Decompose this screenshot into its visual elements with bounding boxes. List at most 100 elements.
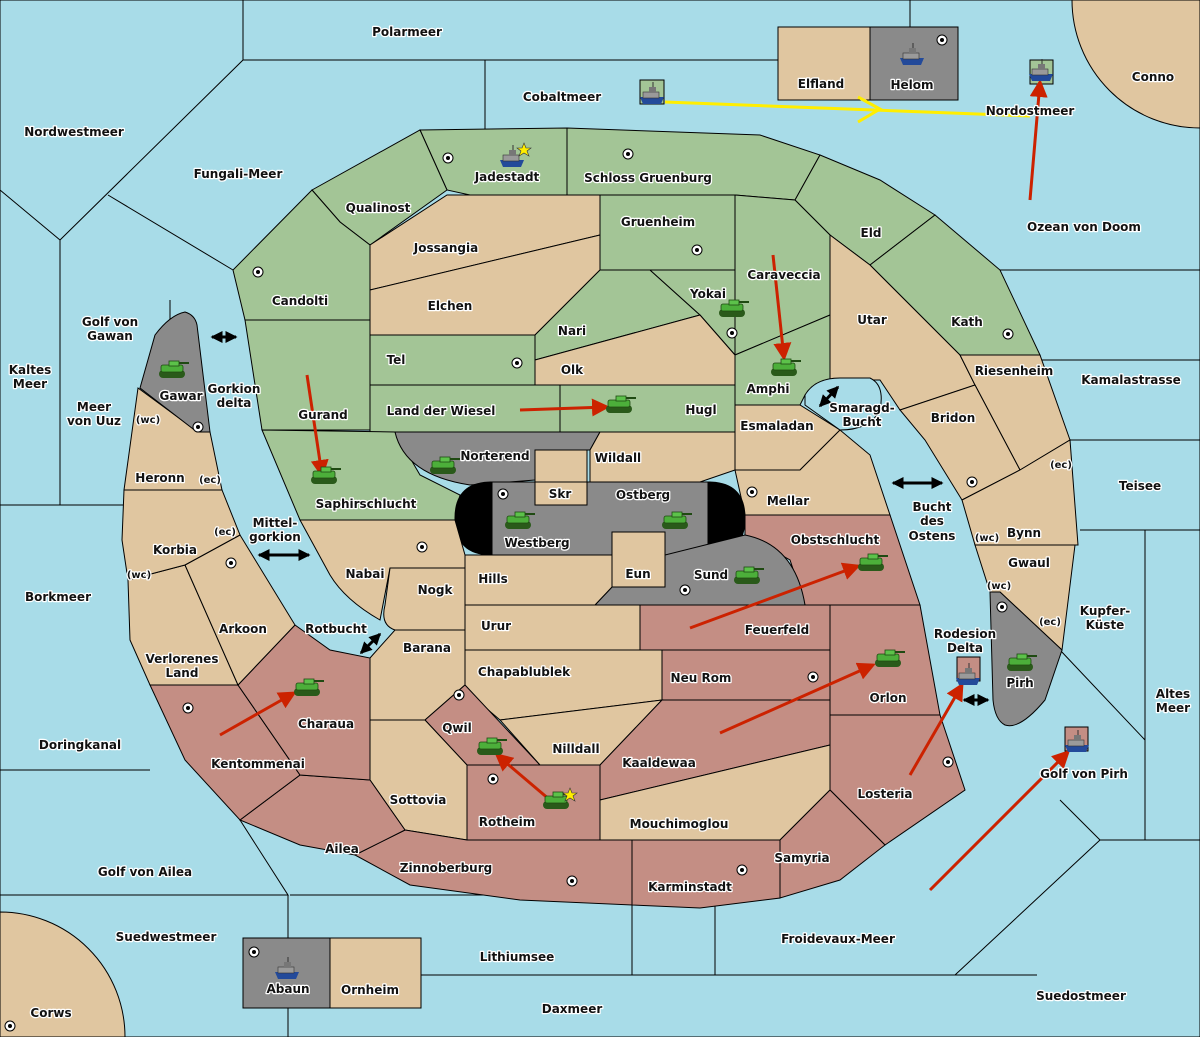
label-ostberg: Ostberg xyxy=(616,488,670,502)
label-korbia: Korbia xyxy=(153,543,197,557)
label-cobaltmeer: Cobaltmeer xyxy=(523,90,601,104)
label-gurand: Gurand xyxy=(298,408,348,422)
coast-label-korbia-wc: (wc) xyxy=(127,570,151,581)
label-qwil: Qwil xyxy=(442,721,472,735)
label-urur: Urur xyxy=(481,619,511,633)
supply-center-icon xyxy=(248,946,260,958)
label-conno: Conno xyxy=(1132,70,1174,84)
move-arrow xyxy=(519,398,610,417)
supply-center-icon xyxy=(726,327,738,339)
label-saphir: Saphirschlucht xyxy=(316,497,417,511)
label-kaaldewaa: Kaaldewaa xyxy=(622,756,696,770)
supply-center-icon xyxy=(746,486,758,498)
supply-center-icon xyxy=(736,864,748,876)
label-orlon: Orlon xyxy=(869,691,906,705)
supply-center-icon xyxy=(442,152,454,164)
label-helom: Helom xyxy=(890,78,933,92)
label-jossangia: Jossangia xyxy=(413,241,478,255)
label-nabai: Nabai xyxy=(346,567,385,581)
label-kupfer2: Küste xyxy=(1086,618,1125,632)
supply-center-icon xyxy=(511,357,523,369)
adjacency-arrow xyxy=(818,385,840,408)
territory-gruenheim xyxy=(599,194,736,271)
label-olk: Olk xyxy=(561,363,584,377)
label-froidevaux: Froidevaux-Meer xyxy=(781,932,895,946)
label-schloss: Schloss Gruenburg xyxy=(584,171,712,185)
supply-center-icon xyxy=(453,689,465,701)
label-verlorenes2: Land xyxy=(166,666,199,680)
label-riesenheim: Riesenheim xyxy=(975,364,1054,378)
move-arrow xyxy=(928,749,1071,892)
coast-label-bridon-ec: (ec) xyxy=(1050,460,1072,471)
territory-elfland xyxy=(777,26,871,101)
orders xyxy=(210,79,1071,892)
label-ailea-golf: Golf von Ailea xyxy=(98,865,192,879)
supply-center-icon xyxy=(996,601,1008,613)
label-ailea: Ailea xyxy=(325,842,359,856)
label-skr: Skr xyxy=(549,487,572,501)
label-eld: Eld xyxy=(861,226,882,240)
move-arrow xyxy=(219,691,297,737)
label-norterend: Norterend xyxy=(460,449,529,463)
coast-label-gwaul-ec: (ec) xyxy=(1039,617,1061,628)
label-abaun: Abaun xyxy=(266,982,309,996)
label-chapablublek: Chapablublek xyxy=(478,665,571,679)
label-karminstadt: Karminstadt xyxy=(648,880,732,894)
label-samyria: Samyria xyxy=(774,851,829,865)
label-mittel1: Mittel- xyxy=(253,516,298,530)
label-bynn: Bynn xyxy=(1007,526,1041,540)
label-rotbucht: Rotbucht xyxy=(305,622,367,636)
territory-zinnoberburg xyxy=(353,829,633,906)
convoy-links xyxy=(210,331,990,706)
label-utar: Utar xyxy=(857,313,887,327)
star-icon xyxy=(562,787,578,802)
label-amphi: Amphi xyxy=(746,382,789,396)
label-nordostmeer: Nordostmeer xyxy=(986,104,1075,118)
label-wiesel: Land der Wiesel xyxy=(387,404,496,418)
label-bucht1: Bucht xyxy=(912,500,951,514)
label-pirh: Pirh xyxy=(1006,676,1033,690)
territory-karminstadt xyxy=(631,839,781,909)
move-arrow xyxy=(494,753,551,802)
move-arrow xyxy=(305,374,329,478)
label-charaua: Charaua xyxy=(298,717,354,731)
label-gruenheim: Gruenheim xyxy=(621,215,695,229)
label-doringkanal: Doringkanal xyxy=(39,738,121,752)
territory-ornheim xyxy=(329,937,422,1009)
label-esmaladan: Esmaladan xyxy=(740,419,813,433)
label-sottovia: Sottovia xyxy=(390,793,447,807)
label-kaltes2: Meer xyxy=(13,377,47,391)
move-arrow xyxy=(771,254,792,361)
westberg-cap xyxy=(454,481,493,556)
label-caraveccia: Caraveccia xyxy=(747,268,820,282)
label-uuz1: Meer xyxy=(77,400,111,414)
supply-center-icon xyxy=(622,148,634,160)
supply-center-icon xyxy=(679,584,691,596)
label-heronn: Heronn xyxy=(135,471,184,485)
supply-center-icon xyxy=(807,671,819,683)
label-hugl: Hugl xyxy=(685,403,716,417)
supply-center-icon xyxy=(497,488,509,500)
label-westberg: Westberg xyxy=(504,536,569,550)
supply-center-icon xyxy=(416,541,428,553)
label-polarmeer: Polarmeer xyxy=(372,25,442,39)
label-rotheim: Rotheim xyxy=(479,815,536,829)
labels: PolarmeerCobaltmeerNordwestmeerFungali-M… xyxy=(7,24,1191,1022)
label-pirh-golf: Golf von Pirh xyxy=(1040,767,1128,781)
label-mittel2: gorkion xyxy=(249,530,301,544)
label-ornheim: Ornheim xyxy=(341,983,399,997)
label-doom: Ozean von Doom xyxy=(1027,220,1141,234)
label-nogk: Nogk xyxy=(418,583,454,597)
supply-center-icon xyxy=(936,34,948,46)
label-borkmeer: Borkmeer xyxy=(25,590,91,604)
label-smaragd1: Smaragd- xyxy=(829,401,894,415)
coast-label-gawar-wc: (wc) xyxy=(136,415,160,426)
label-mouchimoglou: Mouchimoglou xyxy=(630,817,729,831)
label-lithiumsee: Lithiumsee xyxy=(480,950,555,964)
label-gorkion1: Gorkion xyxy=(208,382,261,396)
territory-bynn xyxy=(961,439,1079,546)
label-gawan2: Gawan xyxy=(87,329,133,343)
label-kupfer1: Kupfer- xyxy=(1080,604,1130,618)
territories[interactable] xyxy=(121,26,1089,1009)
